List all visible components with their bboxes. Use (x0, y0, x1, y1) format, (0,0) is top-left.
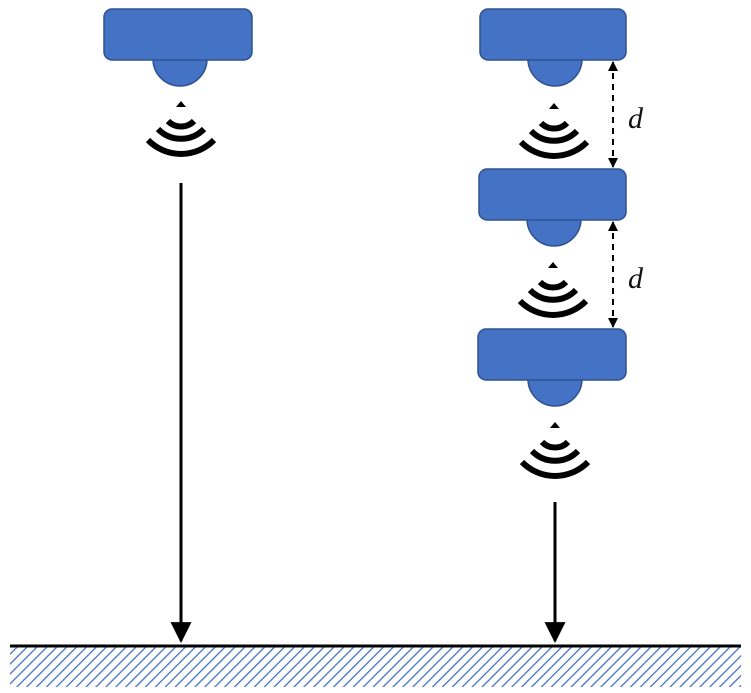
sensor-dome (527, 378, 583, 407)
sensor-body (478, 168, 627, 221)
sensor-body (103, 8, 253, 61)
sensor-body (477, 328, 627, 381)
signal-waves-icon (519, 422, 591, 479)
signal-waves-icon (517, 262, 589, 318)
sensor-housing (478, 168, 627, 247)
spacing-label: d (628, 262, 644, 295)
ground-hatching (10, 647, 741, 687)
spacing-label: d (628, 102, 644, 135)
left-sensor-assembly (103, 8, 253, 644)
right-sensor-stack: d d (477, 8, 644, 644)
signal-waves-icon (145, 101, 217, 157)
sensor-dome (527, 58, 583, 87)
sensor-body (479, 8, 627, 61)
spacing-dimension-lower: d (608, 221, 644, 328)
sensor-housing (479, 8, 627, 87)
sensor-dome (526, 218, 582, 247)
ground (10, 644, 741, 687)
signal-waves-icon (518, 103, 590, 159)
sensor-housing (477, 328, 627, 407)
spacing-dimension-upper: d (608, 61, 644, 168)
sensor-housing (103, 8, 253, 87)
sensor-dome (152, 58, 208, 87)
